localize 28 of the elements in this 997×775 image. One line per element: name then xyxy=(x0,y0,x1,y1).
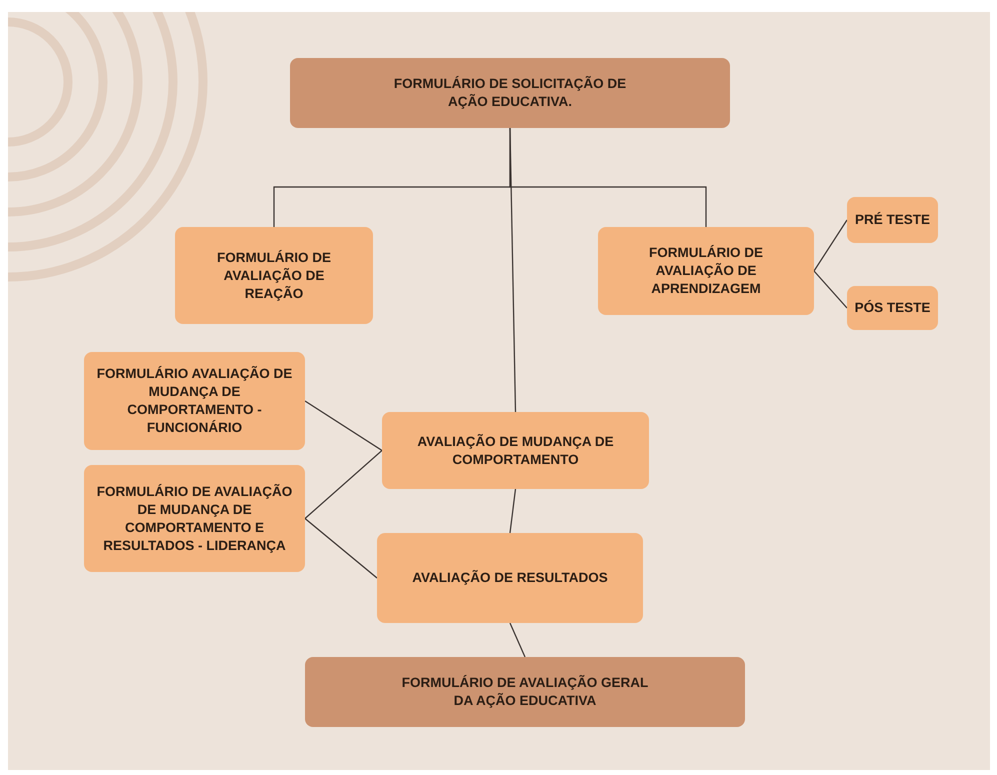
box-label: FORMULÁRIO DE AVALIAÇÃO DE APRENDIZAGEM xyxy=(648,244,764,298)
box-label: FORMULÁRIO DE SOLICITAÇÃO DE AÇÃO EDUCATIVA. xyxy=(392,75,628,111)
form-box xyxy=(598,227,814,315)
connector-line xyxy=(509,488,516,534)
box-label: AVALIAÇÃO DE RESULTADOS xyxy=(412,569,608,587)
box-label: PRÉ TESTE xyxy=(854,211,930,229)
box-label: AVALIAÇÃO DE MUDANÇA DE COMPORTAMENTO xyxy=(416,432,615,468)
connector-line xyxy=(304,400,382,451)
form-box xyxy=(382,412,649,489)
header-box xyxy=(290,58,730,128)
box-label: PÓS TESTE xyxy=(854,299,930,317)
connector-line xyxy=(814,270,848,308)
connector-line xyxy=(814,220,848,272)
form-box xyxy=(847,197,938,243)
box-label: FORMULÁRIO DE AVALIAÇÃO GERAL DA AÇÃO EDUCATIVA xyxy=(400,674,650,710)
box-label: FORMULÁRIO DE AVALIAÇÃO DE REAÇÃO xyxy=(216,248,332,302)
connector-line xyxy=(509,622,526,658)
form-box xyxy=(377,533,643,623)
form-box xyxy=(175,227,373,324)
connector-line xyxy=(509,128,516,412)
form-box xyxy=(84,352,305,450)
connector-line xyxy=(304,518,378,578)
connector-line xyxy=(304,450,382,519)
box-label: FORMULÁRIO AVALIAÇÃO DE MUDANÇA DE COMPORTAMENTO - FUNCIONÁRIO xyxy=(96,365,294,437)
form-box xyxy=(847,286,938,330)
header-box xyxy=(305,657,745,727)
form-box xyxy=(84,465,305,572)
box-label: FORMULÁRIO DE AVALIAÇÃO DE MUDANÇA DE COMPORTAMENTO E RESULTADOS - LIDERANÇA xyxy=(96,482,294,554)
